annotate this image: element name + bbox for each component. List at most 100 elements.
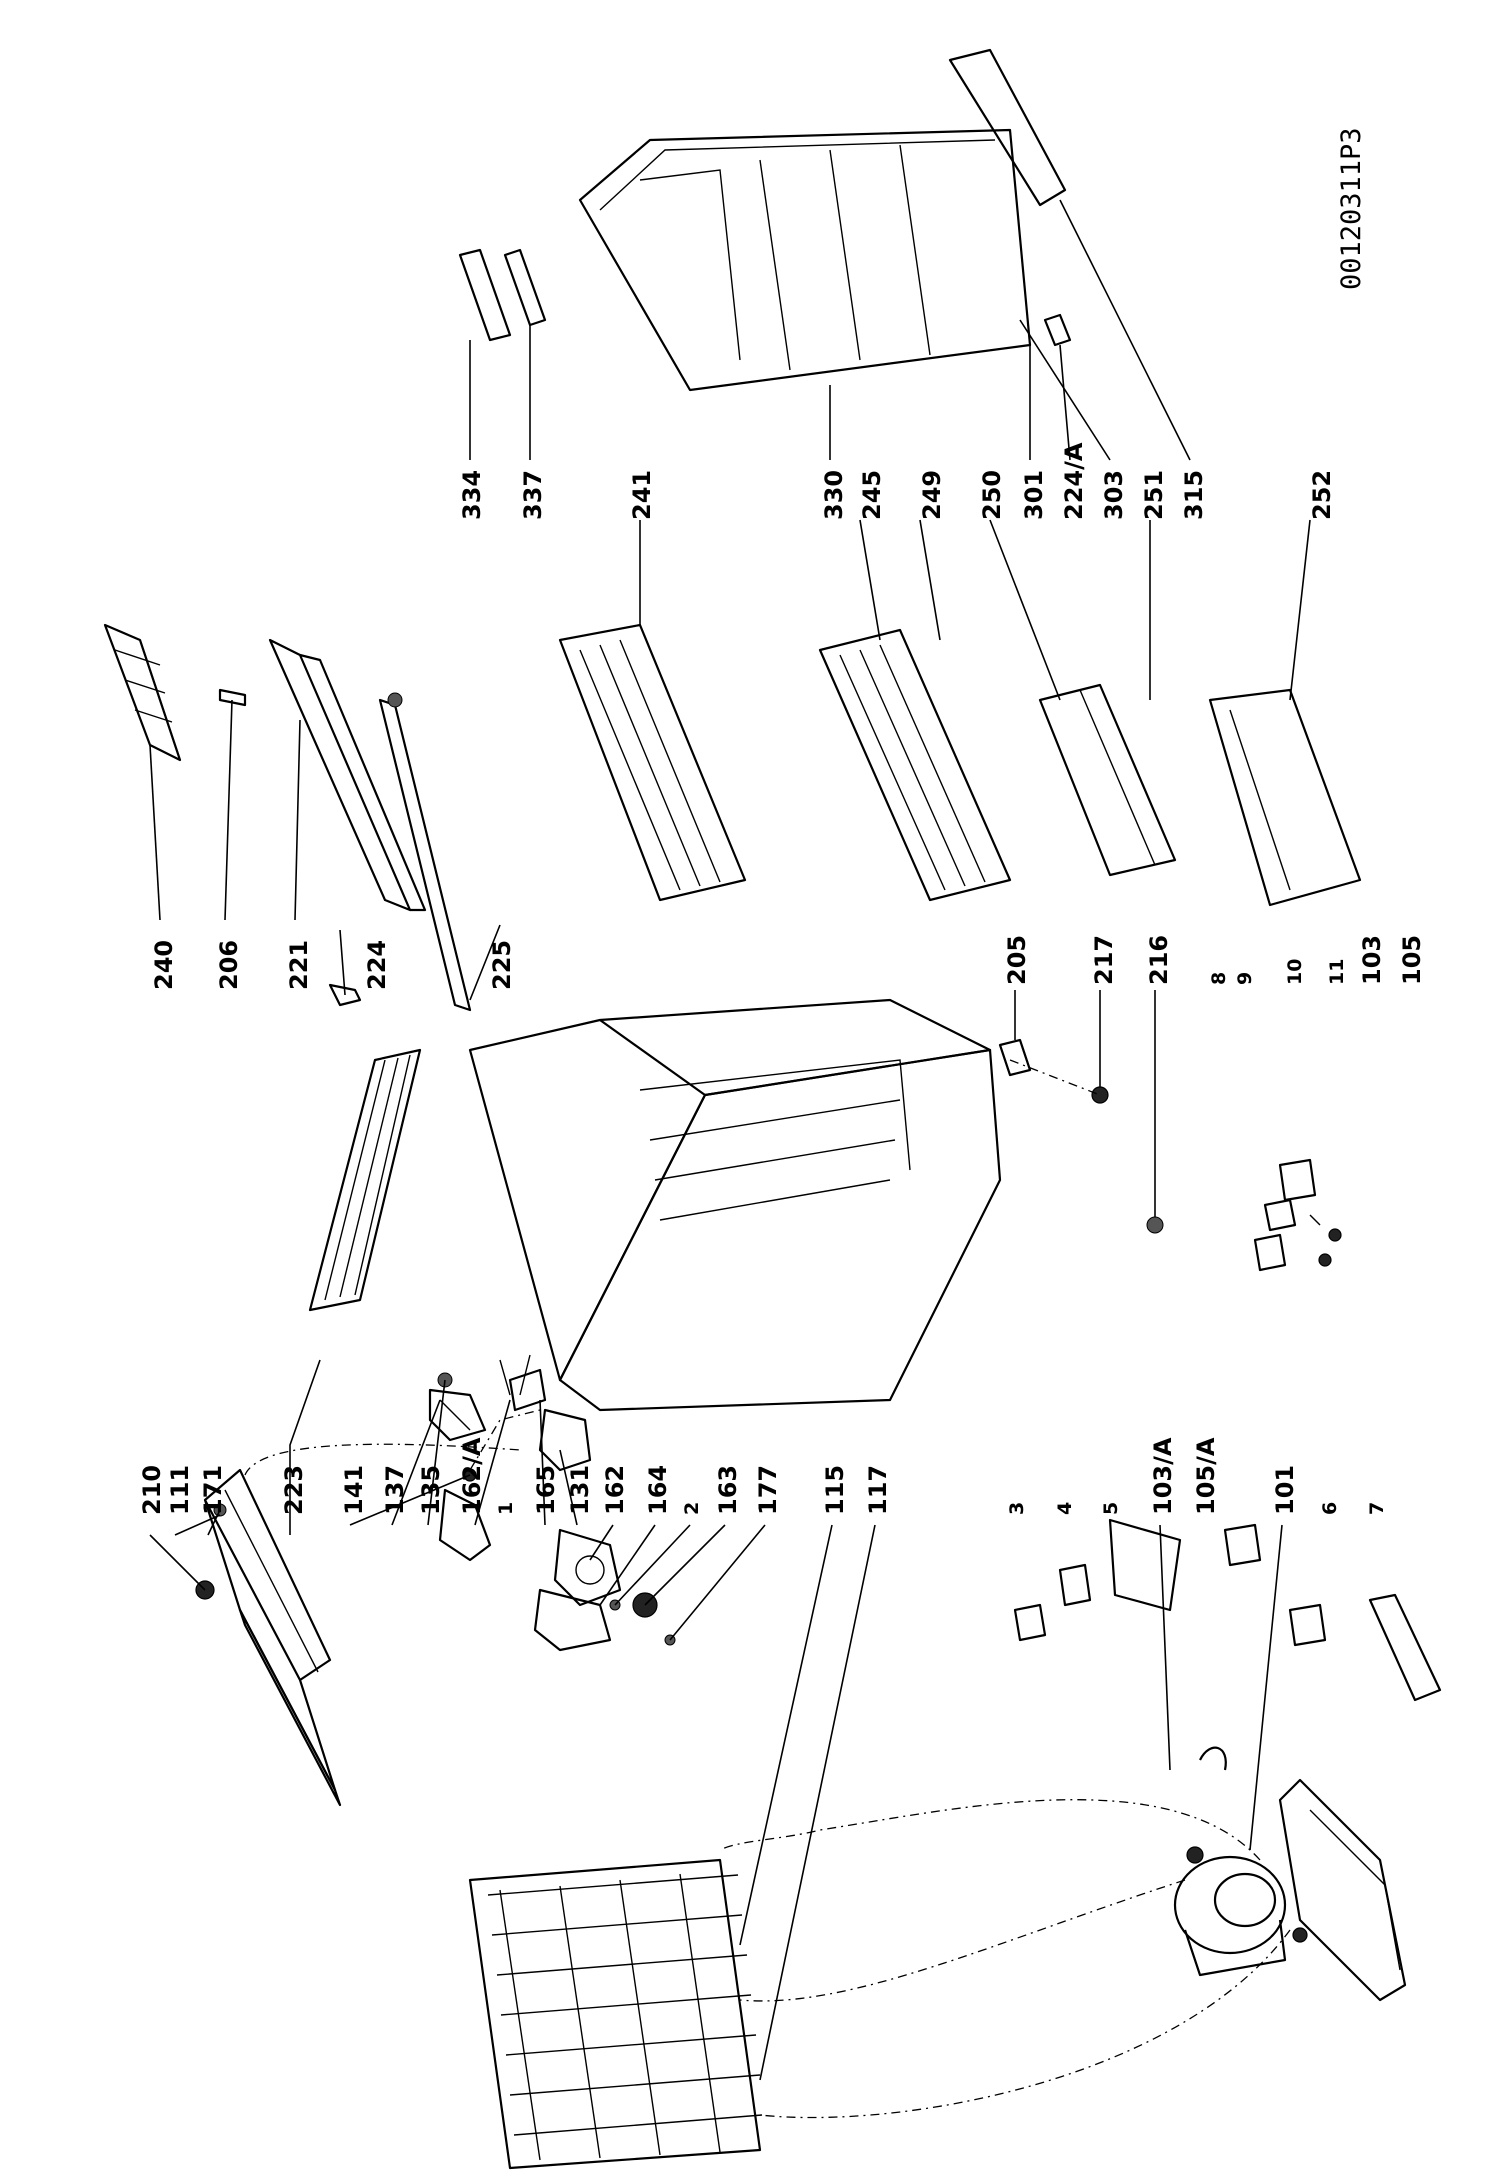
bracket-205 bbox=[998, 1038, 1032, 1077]
label-5: 5 bbox=[1100, 1502, 1122, 1515]
label-4: 4 bbox=[1054, 1502, 1076, 1515]
stop-224A bbox=[1043, 313, 1072, 347]
cable-clip-165 bbox=[508, 1368, 547, 1412]
label-252: 252 bbox=[1308, 470, 1336, 520]
label-206: 206 bbox=[215, 940, 243, 990]
evaporator-plate-part bbox=[203, 1443, 521, 1807]
door-hinge-224 bbox=[328, 983, 362, 1007]
cabinet-part bbox=[468, 998, 1002, 1412]
part-11 bbox=[1309, 1214, 1321, 1226]
label-164: 164 bbox=[644, 1465, 672, 1515]
label-115: 115 bbox=[821, 1465, 849, 1515]
label-135: 135 bbox=[417, 1465, 445, 1515]
part-105A bbox=[1223, 1523, 1262, 1567]
label-165: 165 bbox=[532, 1465, 560, 1515]
crisper-drawer-part bbox=[1208, 688, 1362, 907]
compressor-part bbox=[1173, 1846, 1308, 1977]
label-7: 7 bbox=[1366, 1502, 1388, 1515]
label-221: 221 bbox=[285, 940, 313, 990]
label-11: 11 bbox=[1326, 959, 1348, 985]
label-250: 250 bbox=[978, 470, 1006, 520]
hinge-334-part bbox=[458, 248, 512, 342]
shelf-241-part bbox=[558, 623, 747, 902]
door-part bbox=[578, 128, 1032, 392]
label-301: 301 bbox=[1020, 470, 1048, 520]
label-117: 117 bbox=[864, 1465, 892, 1515]
label-103A: 103/A bbox=[1149, 1437, 1177, 1515]
label-330: 330 bbox=[820, 470, 848, 520]
part-103 bbox=[1328, 1228, 1342, 1242]
label-223: 223 bbox=[280, 1465, 308, 1515]
leader-lines bbox=[149, 199, 1311, 2081]
shelf-245-part bbox=[818, 628, 1012, 902]
label-9: 9 bbox=[1234, 972, 1256, 985]
foot-217 bbox=[1091, 1086, 1109, 1104]
foot-line bbox=[1009, 1059, 1101, 1096]
part-4 bbox=[1058, 1563, 1092, 1607]
label-162A: 162/A bbox=[458, 1437, 486, 1515]
label-251: 251 bbox=[1140, 470, 1168, 520]
label-224: 224 bbox=[363, 940, 391, 990]
door-flap-part bbox=[378, 692, 472, 1012]
part-8 bbox=[1253, 1233, 1287, 1272]
refrigerant-line-1 bbox=[739, 1879, 1186, 2002]
label-162: 162 bbox=[601, 1465, 629, 1515]
switch-part bbox=[553, 1528, 622, 1607]
vent-grille-part bbox=[308, 1048, 422, 1312]
cabinet-link-line bbox=[469, 1409, 541, 1471]
part-105 bbox=[1318, 1253, 1332, 1267]
label-334: 334 bbox=[458, 470, 486, 520]
label-163: 163 bbox=[714, 1465, 742, 1515]
glass-shelf-part bbox=[1038, 683, 1177, 877]
label-303: 303 bbox=[1100, 470, 1128, 520]
part-labels: 210 111 171 223 141 137 135 162/A 1 165 … bbox=[138, 442, 1426, 1515]
ice-tray-part bbox=[103, 623, 182, 762]
label-131: 131 bbox=[566, 1465, 594, 1515]
label-171: 171 bbox=[199, 1465, 227, 1515]
label-105A: 105/A bbox=[1192, 1437, 1220, 1515]
starter-relay-part bbox=[428, 1388, 487, 1442]
part-6 bbox=[1288, 1603, 1327, 1647]
label-249: 249 bbox=[918, 470, 946, 520]
label-216: 216 bbox=[1145, 935, 1173, 985]
label-137: 137 bbox=[381, 1465, 409, 1515]
compressor-base-plate bbox=[1278, 1778, 1407, 2002]
label-225: 225 bbox=[488, 940, 516, 990]
condenser-part bbox=[468, 1858, 763, 2170]
label-315: 315 bbox=[1180, 470, 1208, 520]
drawing-code: 00120311P3 bbox=[1336, 127, 1367, 290]
label-337: 337 bbox=[519, 470, 547, 520]
label-245: 245 bbox=[858, 470, 886, 520]
label-210: 210 bbox=[138, 1465, 166, 1515]
label-8: 8 bbox=[1208, 972, 1230, 985]
handle-part bbox=[948, 48, 1067, 207]
label-103: 103 bbox=[1358, 935, 1386, 985]
refrigerant-line-2 bbox=[719, 1799, 1261, 1861]
part-7 bbox=[1368, 1593, 1442, 1702]
freezer-door-part bbox=[268, 638, 427, 912]
label-241: 241 bbox=[628, 470, 656, 520]
label-10: 10 bbox=[1284, 959, 1306, 985]
part-5 bbox=[1108, 1518, 1182, 1612]
cover-part bbox=[533, 1588, 612, 1652]
label-1: 1 bbox=[495, 1502, 517, 1515]
cover-337-part bbox=[503, 248, 547, 327]
label-101: 101 bbox=[1271, 1465, 1299, 1515]
label-6: 6 bbox=[1319, 1502, 1341, 1515]
part-216 bbox=[1146, 1216, 1164, 1234]
part-9 bbox=[1263, 1198, 1297, 1232]
hinge-pin-206 bbox=[218, 688, 247, 707]
lamp-holder-part bbox=[538, 1408, 592, 1472]
label-177: 177 bbox=[754, 1465, 782, 1515]
wire-1 bbox=[499, 1354, 531, 1396]
part-3 bbox=[1013, 1603, 1047, 1642]
label-141: 141 bbox=[340, 1465, 368, 1515]
label-240: 240 bbox=[150, 940, 178, 990]
label-3: 3 bbox=[1006, 1502, 1028, 1515]
label-205: 205 bbox=[1003, 935, 1031, 985]
label-111: 111 bbox=[166, 1465, 194, 1515]
refrigerant-line-3 bbox=[759, 1929, 1291, 2119]
part-103A-connector bbox=[1199, 1746, 1227, 1771]
label-105: 105 bbox=[1398, 935, 1426, 985]
